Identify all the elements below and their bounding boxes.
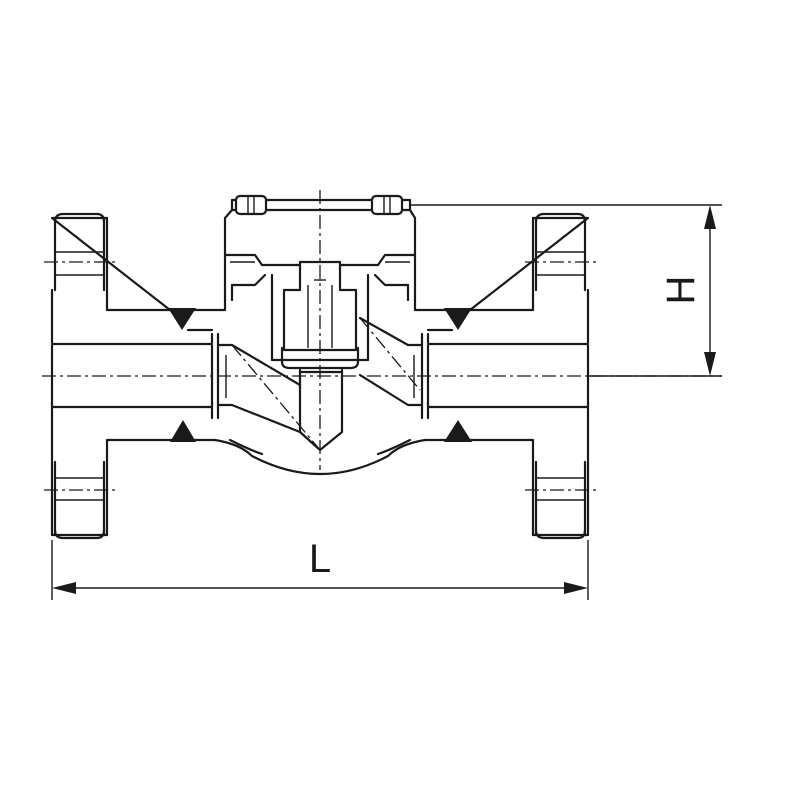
centerlines [42,190,722,491]
left-flange [50,212,220,540]
height-label: H [659,276,703,305]
dimension-h [410,204,722,377]
length-label: L [309,537,331,581]
welds [168,308,472,442]
dimension-l [51,540,589,600]
